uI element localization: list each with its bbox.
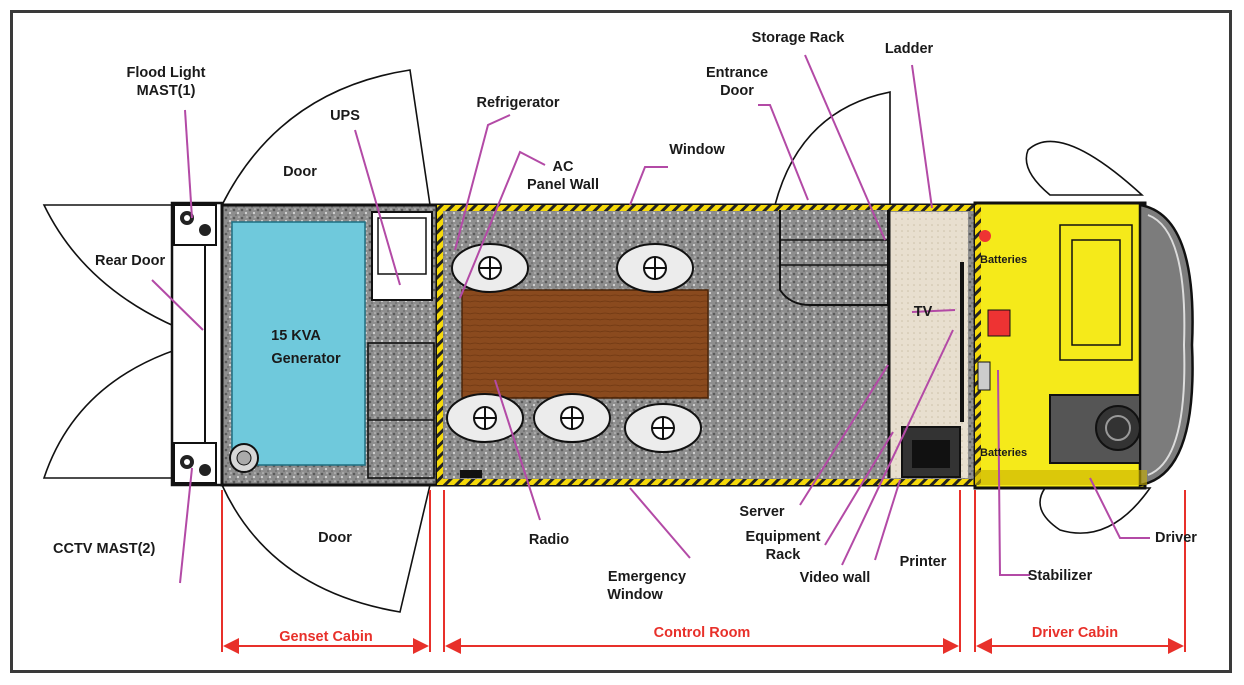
section-dimensions: [221, 490, 1186, 654]
label-batteries-bottom: Batteries: [980, 447, 1027, 459]
leader-lines: [151, 54, 1150, 584]
label-equipment-rack-line1: Equipment: [746, 529, 821, 545]
label-entrance-door-line1: Entrance: [706, 65, 768, 81]
label-ac-panel-line2: Panel Wall: [527, 177, 599, 193]
label-flood-light-line1: Flood Light: [127, 65, 206, 81]
labels: Flood Light MAST(1) Rear Door CCTV MAST(…: [53, 30, 1197, 603]
equipment-rack: [887, 210, 964, 478]
section-control-room: Control Room: [654, 625, 751, 641]
label-batteries-top: Batteries: [980, 254, 1027, 266]
label-door-bottom: Door: [318, 530, 352, 546]
label-window: Window: [669, 142, 725, 158]
label-stabilizer: Stabilizer: [1028, 568, 1093, 584]
radio-unit: [460, 470, 482, 478]
driver-cabin-details: [975, 224, 1147, 485]
label-emergency-window-line1: Emergency: [608, 569, 686, 585]
label-tv: TV: [914, 304, 933, 320]
flood-light-mast: [173, 204, 217, 246]
label-radio: Radio: [529, 532, 569, 548]
genset-door-bottom: [220, 484, 432, 613]
label-entrance-door-line2: Door: [720, 83, 754, 99]
label-equipment-rack-line2: Rack: [766, 547, 802, 563]
ups-unit: [371, 211, 433, 301]
diagram-frame: [10, 10, 1232, 673]
operator-seats: [446, 243, 702, 453]
driver-door-swings: [1025, 140, 1152, 534]
label-emergency-window-line2: Window: [607, 587, 663, 603]
label-cctv-mast: CCTV MAST(2): [53, 541, 155, 557]
section-genset-cabin: Genset Cabin: [279, 629, 372, 645]
conference-table: [461, 289, 709, 399]
section-labels: Genset Cabin Control Room Driver Cabin: [279, 625, 1118, 645]
label-driver: Driver: [1155, 530, 1197, 546]
genset-door-top: [220, 69, 431, 206]
label-server: Server: [739, 504, 785, 520]
entrance-door-swing: [773, 91, 891, 206]
label-storage-rack: Storage Rack: [752, 30, 846, 46]
section-driver-cabin: Driver Cabin: [1032, 625, 1118, 641]
label-ac-panel-line1: AC: [553, 159, 574, 175]
generator: [229, 221, 366, 473]
storage-rack: [779, 210, 889, 306]
label-video-wall: Video wall: [800, 570, 871, 586]
genset-cabinets: [367, 342, 435, 479]
label-generator-line1: 15 KVA: [271, 328, 321, 344]
label-printer: Printer: [900, 554, 947, 570]
label-flood-light-line2: MAST(1): [137, 83, 196, 99]
label-refrigerator: Refrigerator: [477, 95, 560, 111]
label-door-top: Door: [283, 164, 317, 180]
rear-doors: [42, 204, 211, 479]
cctv-mast: [173, 442, 217, 484]
label-rear-door: Rear Door: [95, 253, 165, 269]
label-ladder: Ladder: [885, 41, 934, 57]
label-ups: UPS: [330, 108, 360, 124]
label-generator-line2: Generator: [271, 351, 341, 367]
printer: [901, 426, 961, 478]
